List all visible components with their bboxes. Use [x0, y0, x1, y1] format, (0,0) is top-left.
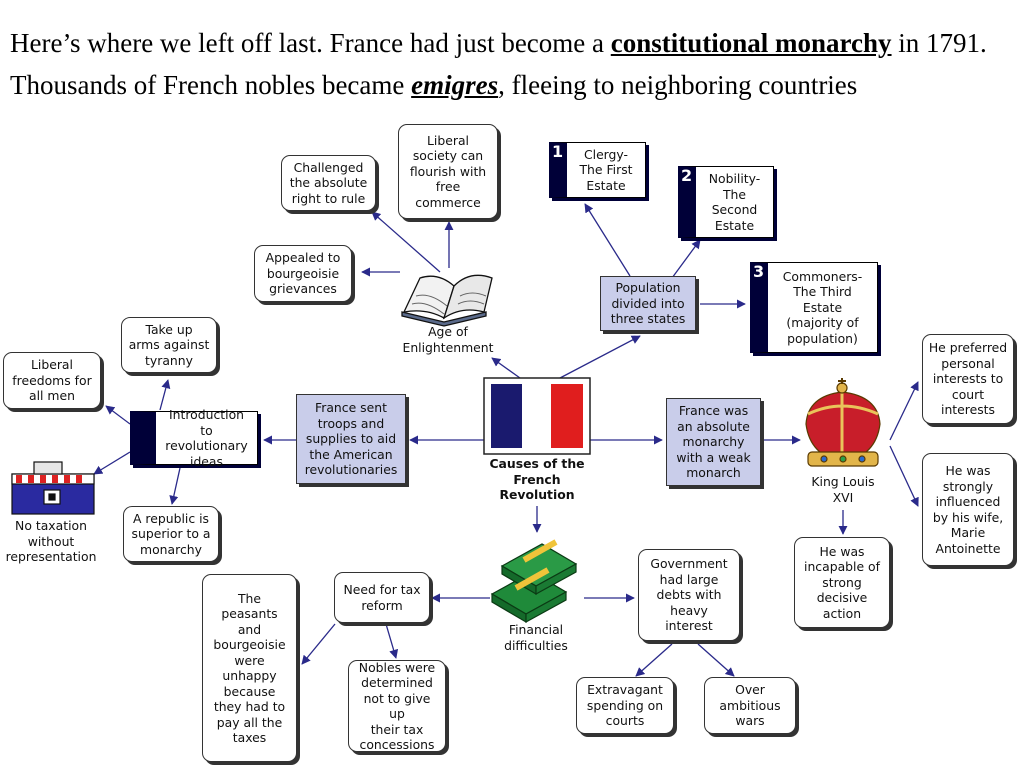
crown-icon [805, 378, 881, 467]
intro-part2: in 1791. Thousands of French nobles beca… [10, 28, 987, 100]
france-sent-box: France sent troops and supplies to aid t… [296, 394, 406, 484]
extravagant-box: Extravagant spending on courts [576, 677, 674, 734]
estate-second-text: Nobility- The Second Estate [708, 171, 761, 233]
peasants-box: The peasants and bourgeoisie were unhapp… [202, 574, 297, 762]
liberal-freedoms-box: Liberal freedoms for all men [3, 352, 101, 409]
absolute-monarchy-box: France was an absolute monarchy with a w… [666, 398, 761, 486]
arrow-king-preferred [889, 381, 919, 441]
money-stacks-icon [490, 539, 578, 624]
estate-third-number: 3 [753, 262, 765, 281]
estate-second-number: 2 [681, 166, 693, 185]
arrow-center-enlightenment [491, 357, 521, 379]
king-louis-label: King Louis XVI [811, 474, 875, 505]
no-taxation-label: No taxation without representation [5, 518, 97, 564]
age-of-enlightenment-label: Age of Enlightenment [402, 324, 494, 355]
arrow-needtax-nobles [385, 623, 399, 659]
arrow-government-extravagant [635, 643, 673, 677]
open-book-icon [401, 274, 493, 327]
estate-third-text: Commoners- The Third Estate (majority of… [782, 268, 863, 346]
arrow-intro-liberal [105, 405, 131, 425]
arrow-needtax-peasants [301, 623, 336, 665]
arrow-government-wars [697, 643, 735, 677]
challenged-box: Challenged the absolute right to rule [281, 155, 376, 211]
population-box: Population divided into three states [600, 276, 696, 331]
financial-difficulties-label: Financial difficulties [504, 622, 568, 653]
government-box: Government had large debts with heavy in… [638, 549, 740, 641]
arrow-intro-notax [93, 451, 131, 475]
arrow-population-first [584, 203, 631, 277]
appealed-box: Appealed to bourgeoisie grievances [254, 245, 352, 302]
arrow-king-influenced [889, 445, 919, 507]
intro-part3: , fleeing to neighboring countries [498, 70, 858, 100]
intro-text: Here’s where we left off last. France ha… [10, 22, 1010, 106]
estate-first-box: 1 Clergy- The First Estate [549, 142, 646, 198]
center-label: Causes of the French Revolution [489, 456, 585, 502]
influenced-box: He was strongly influenced by his wife, … [922, 453, 1014, 566]
nobles-box: Nobles were determined not to give up th… [348, 660, 446, 752]
connector-arrows [93, 203, 919, 677]
preferred-box: He preferred personal interests to court… [922, 334, 1014, 424]
arrow-center-population [559, 335, 641, 379]
arrow-intro-republic [169, 467, 181, 505]
liberal-society-box: Liberal society can flourish with free c… [398, 124, 498, 219]
arrow-population-second [671, 239, 701, 279]
france-flag-icon [483, 377, 591, 455]
estate-first-number: 1 [552, 142, 564, 161]
term-emigres: emigres [411, 70, 499, 100]
intro-part1: Here’s where we left off last. France ha… [10, 28, 611, 58]
ballot-box-icon [11, 461, 95, 515]
republic-box: A republic is superior to a monarchy [123, 506, 219, 562]
arrow-intro-takeup [159, 379, 171, 411]
estate-second-box: 2 Nobility- The Second Estate [678, 166, 774, 238]
estate-third-box: 3 Commoners- The Third Estate (majority … [750, 262, 878, 353]
introduction-box: Introduction to revolutionary ideas [130, 407, 258, 469]
ambitious-wars-box: Over ambitious wars [704, 677, 796, 734]
estate-first-text: Clergy- The First Estate [579, 146, 633, 193]
term-constitutional-monarchy: constitutional monarchy [610, 28, 892, 58]
incapable-box: He was incapable of strong decisive acti… [794, 537, 890, 628]
take-up-arms-box: Take up arms against tyranny [121, 317, 217, 373]
need-tax-reform-box: Need for tax reform [334, 572, 430, 623]
arrow-enlightenment-challenged [371, 211, 441, 273]
